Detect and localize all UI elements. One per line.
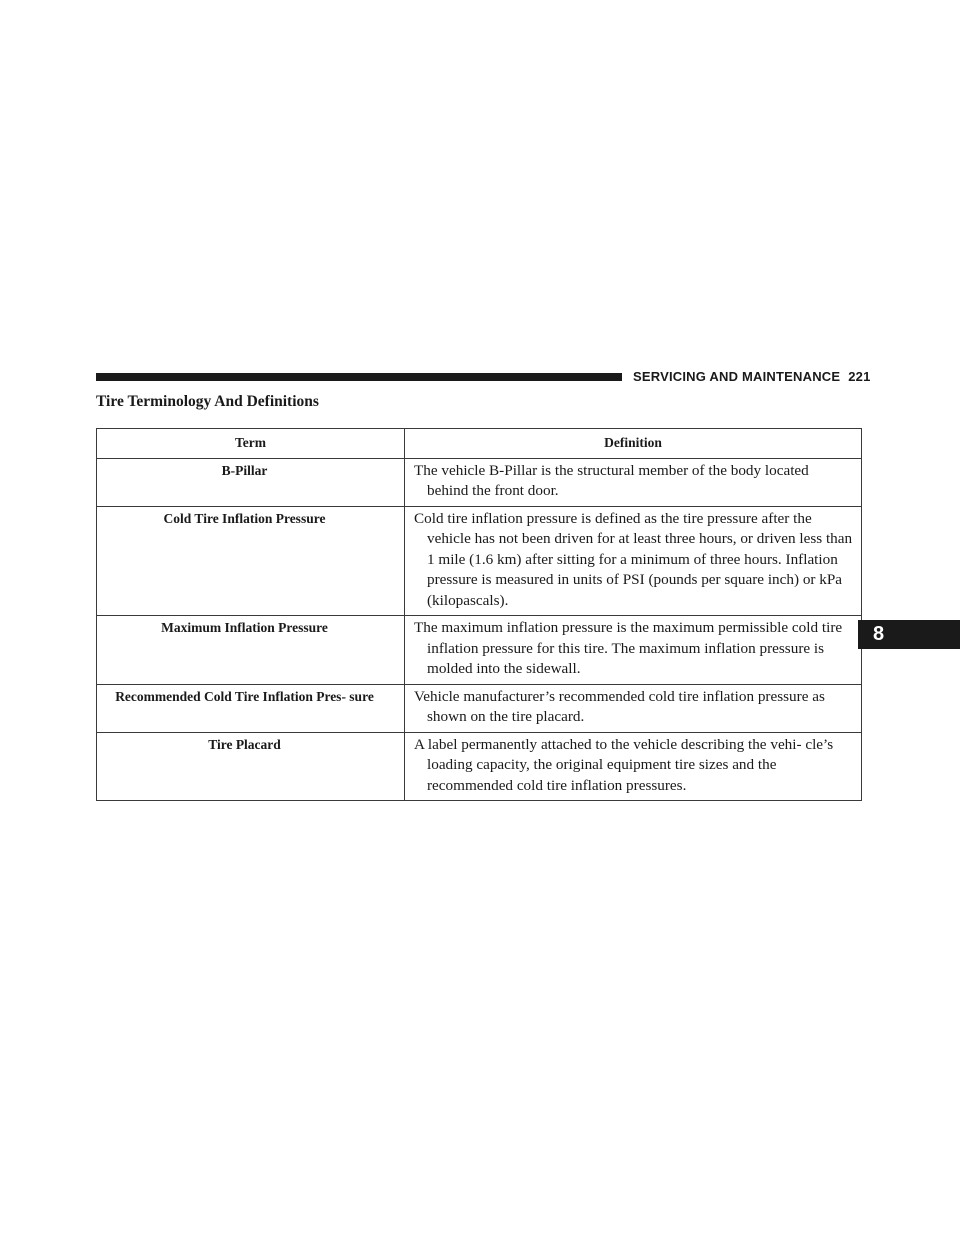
table-row: Recommended Cold Tire Inflation Pres- su… [96, 684, 862, 733]
definition-cell: A label permanently attached to the vehi… [404, 732, 862, 801]
page-number: 221 [848, 369, 871, 384]
definition-text: A label permanently attached to the vehi… [414, 735, 834, 794]
definition-text: The maximum inflation pressure is the ma… [414, 619, 843, 677]
table-row: Cold Tire Inflation Pressure Cold tire i… [96, 506, 862, 616]
header-rule [96, 373, 622, 381]
terminology-table: Term Definition B-Pillar The vehicle B-P… [96, 428, 862, 801]
running-header: SERVICING AND MAINTENANCE 221 [633, 369, 871, 385]
definition-text: The vehicle B-Pillar is the structural m… [414, 461, 809, 500]
table-row: Maximum Inflation Pressure The maximum i… [96, 615, 862, 685]
table-row: Tire Placard A label permanently attache… [96, 732, 862, 801]
section-heading: Tire Terminology And Definitions [96, 393, 319, 410]
chapter-tab: 8 [858, 620, 960, 649]
column-header-term: Term [96, 428, 405, 459]
term-cell: Tire Placard [96, 732, 405, 801]
definition-text: Cold tire inflation pressure is defined … [414, 509, 853, 609]
definition-cell: Cold tire inflation pressure is defined … [404, 506, 862, 616]
term-cell: Maximum Inflation Pressure [96, 615, 405, 685]
definition-cell: The maximum inflation pressure is the ma… [404, 615, 862, 685]
term-cell: Cold Tire Inflation Pressure [96, 506, 405, 616]
term-cell: B-Pillar [96, 458, 405, 507]
running-header-section-title: SERVICING AND MAINTENANCE [633, 369, 841, 384]
term-cell: Recommended Cold Tire Inflation Pres- su… [96, 684, 405, 733]
table-header-row: Term Definition [96, 428, 862, 459]
definition-cell: Vehicle manufacturer’s recommended cold … [404, 684, 862, 733]
column-header-definition: Definition [404, 428, 862, 459]
definition-text: Vehicle manufacturer’s recommended cold … [414, 687, 825, 726]
table-row: B-Pillar The vehicle B-Pillar is the str… [96, 458, 862, 507]
definition-cell: The vehicle B-Pillar is the structural m… [404, 458, 862, 507]
